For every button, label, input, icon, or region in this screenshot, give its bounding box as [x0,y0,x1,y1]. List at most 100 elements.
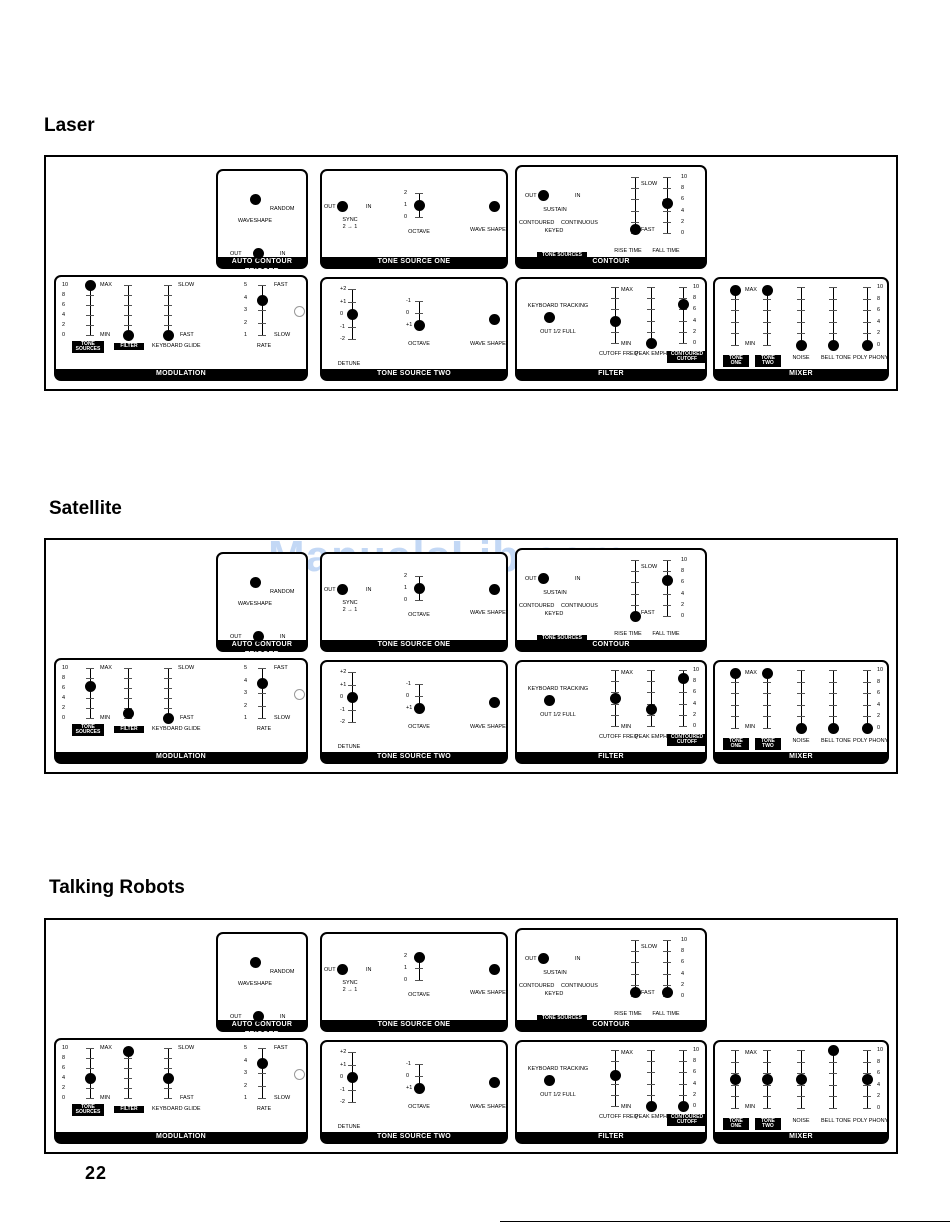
detune-knob[interactable] [347,309,358,320]
cutoff-freq-knob[interactable] [610,315,621,327]
mixer-bell-tone-track [833,670,834,728]
contoured-cutoff-knob[interactable] [678,673,689,685]
wave-shape-two-knob[interactable] [489,697,500,708]
mod-tone-sources-knob[interactable] [85,680,96,692]
wave-shape-one-knob[interactable] [489,964,500,975]
keyboard-glide-knob[interactable] [163,1073,174,1084]
auto-contour-switch[interactable] [253,631,264,642]
octave-one-knob[interactable] [414,200,425,211]
mixer-bell-tone-knob[interactable] [828,340,839,351]
peak-emph-knob[interactable] [646,704,657,716]
scale-tick [731,716,739,718]
mixer-bell-tone-knob[interactable] [828,1045,839,1056]
waveshape-knob[interactable] [250,194,261,205]
mod-filter-knob[interactable] [123,1045,134,1057]
auto-contour-switch[interactable] [253,1011,264,1022]
rise-time-knob[interactable] [630,224,641,235]
rise-time-knob[interactable] [630,611,641,622]
keyed-label: KEYED [544,991,564,997]
wave-shape-two-knob[interactable] [489,314,500,325]
scale-number: 1 [244,715,248,721]
mod-tone-sources-tag: TONE SOURCES [72,724,104,736]
scale-number: 6 [62,302,66,308]
mod-min-label: MIN [100,715,111,721]
keyboard-tracking-knob[interactable] [544,1075,555,1086]
octave-one-knob[interactable] [414,583,425,594]
mod-filter-knob[interactable] [123,708,134,719]
mixer-tone-two-knob[interactable] [762,284,773,296]
mixer-noise-knob[interactable] [796,1074,807,1085]
mod-rate-knob[interactable] [257,1058,268,1069]
mod-filter-knob[interactable] [123,330,134,341]
mod-tone-sources-knob[interactable] [85,280,96,291]
sync-switch[interactable] [337,964,348,975]
sustain-switch[interactable] [538,573,549,584]
scale-number: 6 [62,1065,66,1071]
scale-tick [863,298,871,300]
scale-tick [124,688,132,689]
rate-indicator[interactable] [294,306,305,317]
scale-tick [679,703,687,705]
wave-shape-one-knob[interactable] [489,584,500,595]
contoured-cutoff-knob[interactable] [678,1101,689,1112]
contoured-cutoff-knob[interactable] [678,298,689,310]
mixer-noise-knob[interactable] [796,340,807,351]
mixer-tone-one-knob[interactable] [730,667,741,679]
octave-two-knob[interactable] [414,320,425,331]
wave-shape-one-knob[interactable] [489,201,500,212]
waveshape-knob[interactable] [250,577,261,588]
mixer-polyphony-knob[interactable] [862,723,873,734]
wave-shape-two-knob[interactable] [489,1077,500,1088]
mod-rate-knob[interactable] [257,295,268,306]
rate-indicator[interactable] [294,1069,305,1080]
mixer-tone-two-knob[interactable] [762,667,773,679]
mixer-tone-one-knob[interactable] [730,284,741,296]
mixer-polyphony-knob[interactable] [862,340,873,351]
mod-tone-sources-knob[interactable] [85,1073,96,1084]
keyboard-glide-knob[interactable] [163,330,174,341]
rise-time-knob[interactable] [630,987,641,998]
sync-switch[interactable] [337,201,348,212]
scale-number: 2 [681,218,685,225]
rate-indicator[interactable] [294,689,305,700]
cutoff-freq-knob[interactable] [610,1070,621,1082]
scale-tick [258,718,266,719]
waveshape-knob[interactable] [250,957,261,968]
scale-number: 0 [404,597,408,603]
scale-tick [647,1061,655,1063]
fall-time-knob[interactable] [662,575,673,586]
fall-time-knob[interactable] [662,987,673,998]
sustain-switch[interactable] [538,953,549,964]
auto-contour-switch[interactable] [253,248,264,259]
sustain-switch[interactable] [538,190,549,201]
sync-switch[interactable] [337,584,348,595]
keyboard-tracking-knob[interactable] [544,312,555,323]
scale-number: +1 [406,1085,413,1091]
peak-emph-knob[interactable] [646,1101,657,1112]
keyboard-glide-knob[interactable] [163,713,174,724]
detune-knob[interactable] [347,692,358,703]
scale-number: 0 [62,332,66,338]
cutoff-freq-knob[interactable] [610,693,621,704]
preset-title: Talking Robots [49,877,185,898]
waveshape-label: WAVESHAPE [237,601,273,607]
mixer-noise-knob[interactable] [796,723,807,734]
scale-number: 0 [406,1073,410,1079]
mixer-tone-one-knob[interactable] [730,1074,741,1085]
octave-one-knob[interactable] [414,952,425,964]
scale-tick [86,708,94,709]
peak-emph-knob[interactable] [646,338,657,349]
octave-two-knob[interactable] [414,1083,425,1094]
scale-tick [829,333,837,335]
detune-knob[interactable] [347,1072,358,1083]
filter-max-label: MAX [621,287,633,293]
octave-two-knob[interactable] [414,703,425,714]
mixer-bell-tone-knob[interactable] [828,723,839,734]
mixer-polyphony-knob[interactable] [862,1074,873,1085]
fall-time-knob[interactable] [662,198,673,209]
scale-tick [863,1061,871,1063]
keyboard-tracking-knob[interactable] [544,695,555,706]
scale-tick [863,693,871,695]
mixer-tone-two-knob[interactable] [762,1074,773,1085]
mod-rate-knob[interactable] [257,678,268,689]
